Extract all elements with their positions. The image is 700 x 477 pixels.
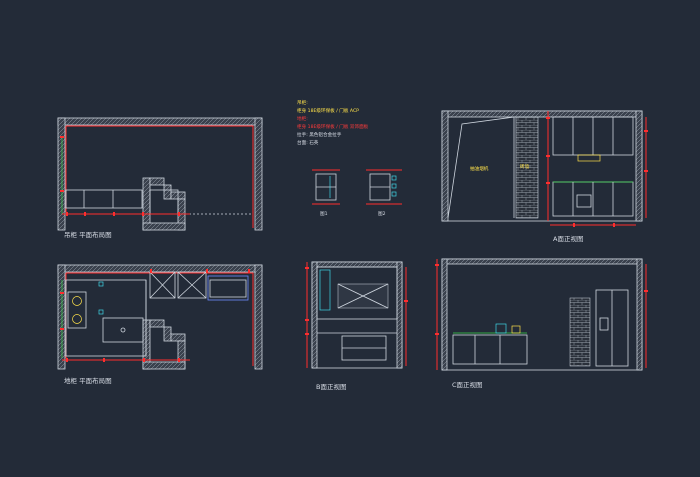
- elevation-b-title: B面正视图: [316, 382, 346, 391]
- elevation-c-title: C面正视图: [452, 380, 483, 389]
- note-upper-cabinet-material: 柜身 18E级环保板 / 门板 ACP: [297, 107, 359, 114]
- base-plan-dimension-ticks: [60, 269, 250, 362]
- brick-wall-tag: 砖墙: [520, 163, 530, 170]
- hood-tag: 抽油烟机: [470, 165, 489, 172]
- note-base-cabinet-heading: 地柜:: [297, 115, 308, 122]
- fig2-label: 图2: [378, 211, 386, 217]
- detail-figure-2: 图2: [366, 169, 402, 217]
- elevation-c-ticks: [435, 264, 648, 335]
- upper-cabinet-plan: 吊柜 平面布局图: [57, 117, 263, 239]
- material-notes: 吊柜: 柜身 18E级环保板 / 门板 ACP 地柜: 柜身 18E级环保板 /…: [297, 99, 369, 146]
- elevation-b-ticks: [305, 267, 408, 335]
- note-upper-cabinet-heading: 吊柜:: [297, 99, 308, 106]
- fig1-label: 图1: [320, 211, 328, 217]
- detail-figure-1: 图1: [312, 169, 340, 217]
- elevation-a: 抽油烟机 砖墙 A面正视图: [441, 110, 648, 243]
- upper-cabinet-plan-title: 吊柜 平面布局图: [64, 230, 112, 239]
- elevation-c: C面正视图: [435, 258, 648, 389]
- elevation-b: B面正视图: [305, 261, 408, 391]
- elevation-a-ticks: [546, 117, 648, 227]
- base-cabinet-plan: 地柜 平面布局图: [57, 264, 263, 385]
- base-cabinet-plan-title: 地柜 平面布局图: [64, 376, 112, 385]
- note-countertop: 台面: 石英: [297, 139, 319, 146]
- note-base-cabinet-material: 柜身 18E级环保板 / 门板 双饰面板: [297, 123, 369, 130]
- note-handle: 拉手: 黑色铝合金拉手: [297, 131, 342, 138]
- elevation-a-title: A面正视图: [553, 234, 583, 243]
- upper-plan-dimension-ticks: [60, 136, 180, 216]
